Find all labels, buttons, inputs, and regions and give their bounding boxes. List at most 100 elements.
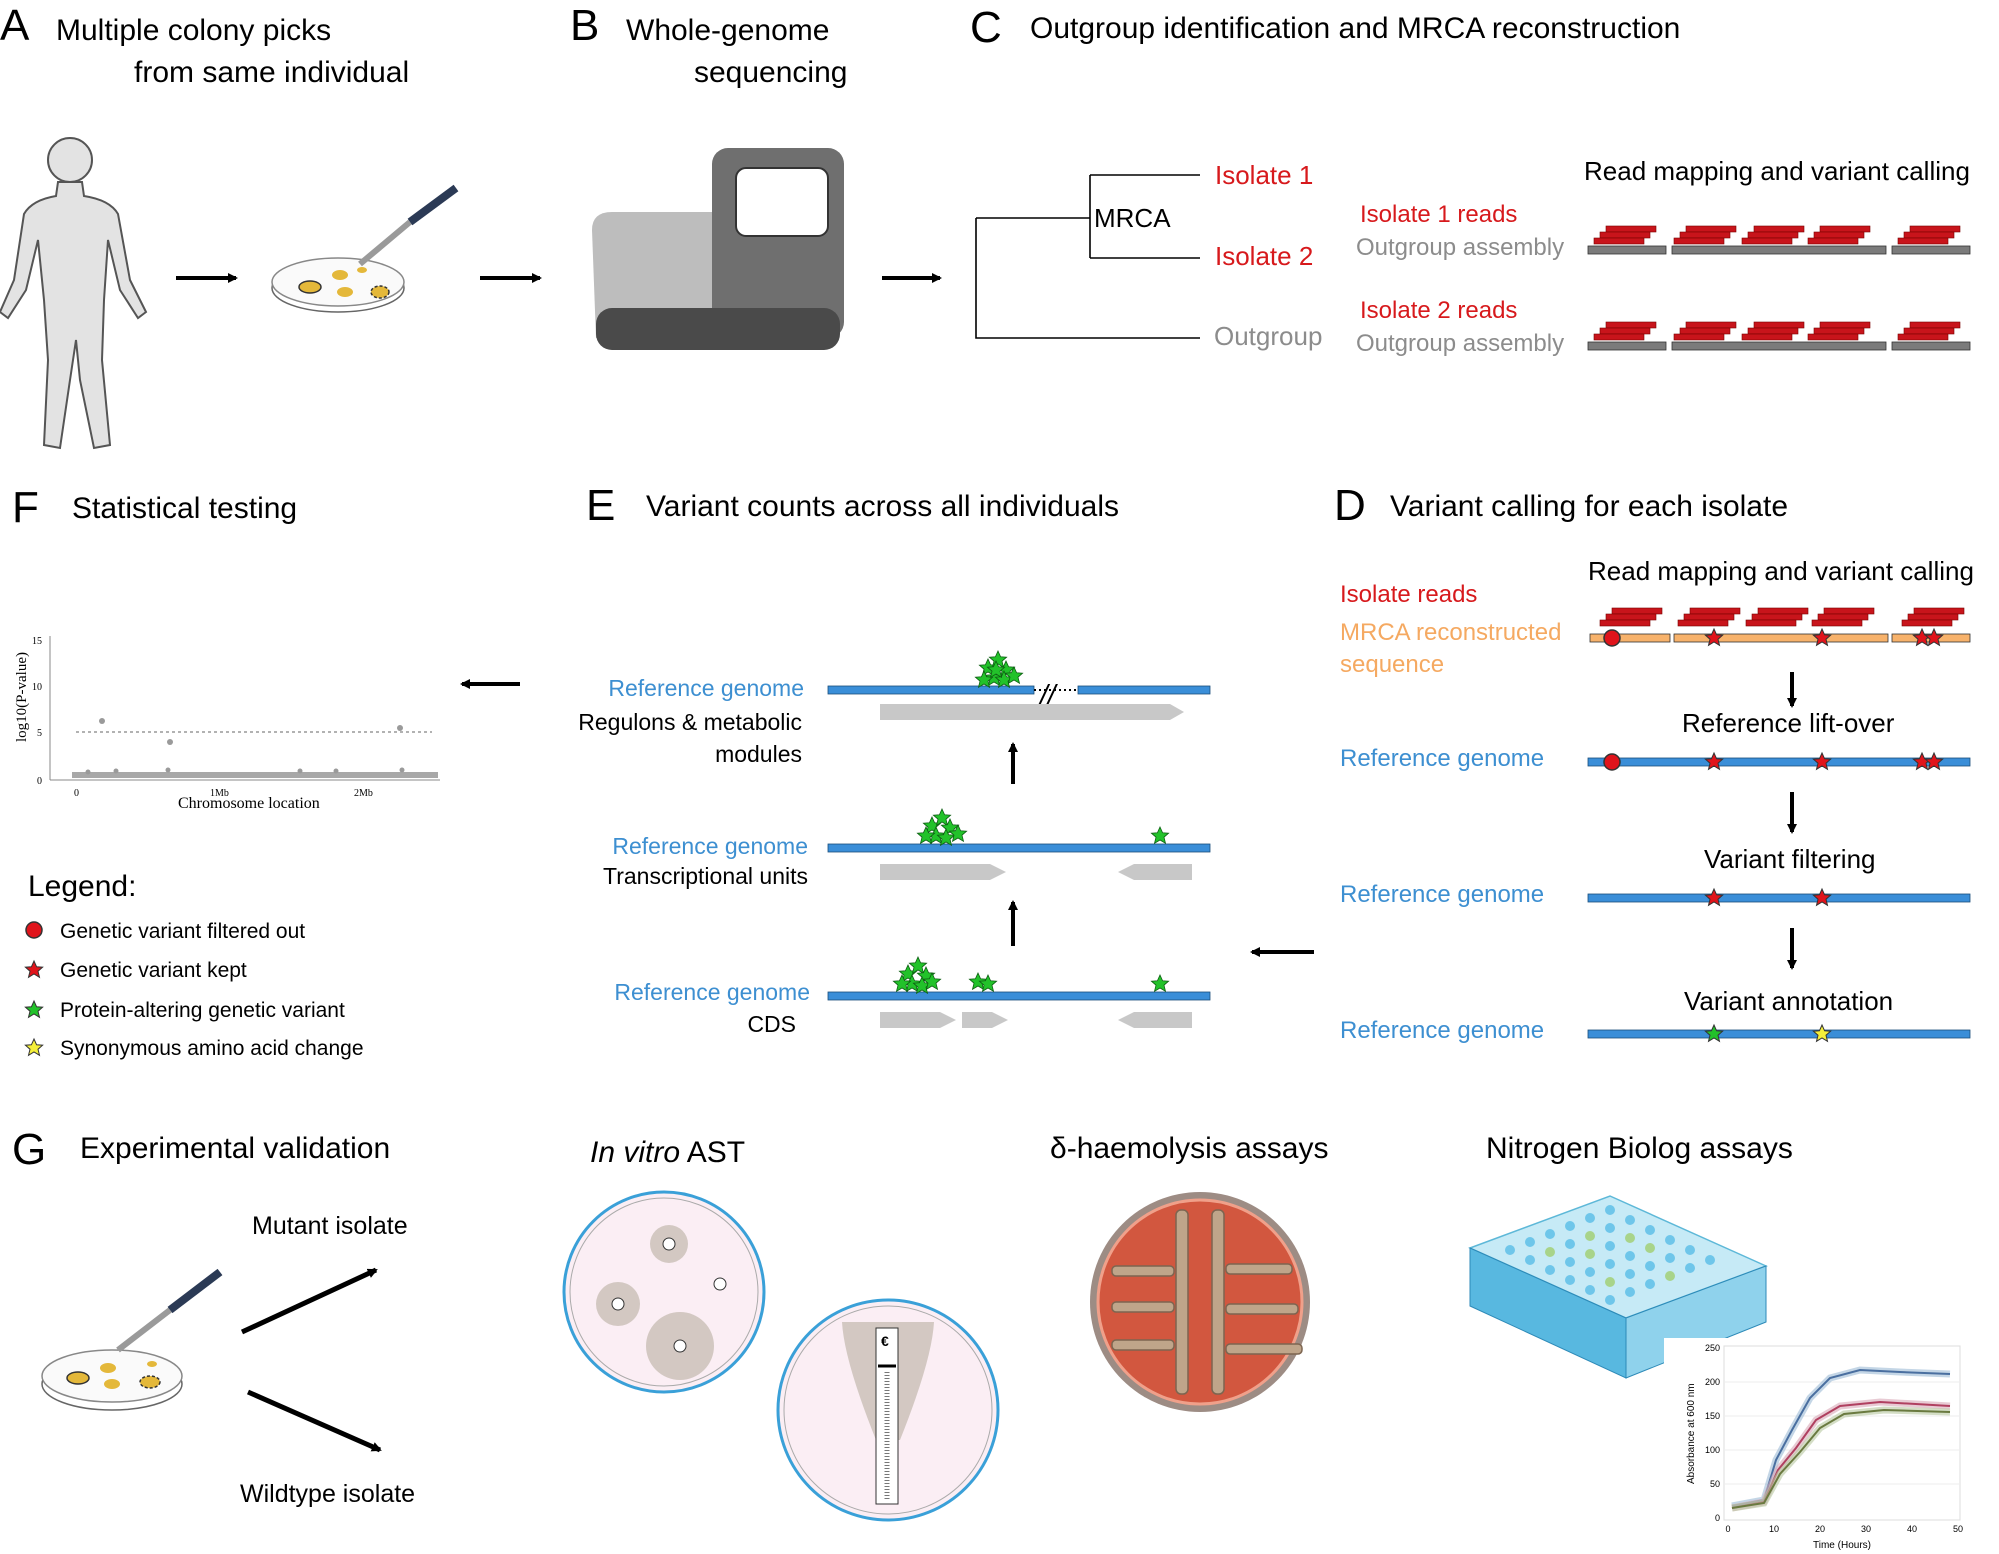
outgroup-assembly-label-1: Outgroup assembly	[1356, 234, 1564, 261]
e-regulons-label-line2: modules	[715, 741, 802, 767]
read-track-isolate1	[1587, 225, 1971, 255]
growth-xtick-10: 10	[1769, 1524, 1779, 1534]
panel-d-letter: D	[1334, 481, 1366, 530]
f-xtick-0: 0	[74, 788, 79, 799]
disk-diffusion-plate	[562, 1190, 766, 1394]
etest-plate: €	[776, 1298, 1000, 1522]
d-genome-bar-filtered	[1587, 893, 1971, 903]
isolate2-reads-label: Isolate 2 reads	[1360, 297, 1517, 324]
f-point	[165, 767, 171, 773]
etest-strip-label: €	[881, 1333, 889, 1349]
panel-f-title: Statistical testing	[72, 492, 297, 525]
legend-item-protein-altering: Protein-altering genetic variant	[60, 999, 345, 1022]
panel-a-letter: A	[0, 1, 30, 50]
e-tu-label: Transcriptional units	[603, 863, 808, 889]
phylogenetic-tree	[975, 174, 1200, 339]
panel-e-letter: E	[586, 481, 615, 530]
panel-f: F Statistical testing 15 10 5 0 0 1Mb 2M…	[12, 483, 520, 812]
panel-g-title: Experimental validation	[80, 1132, 390, 1165]
d-genome-bar-annotated	[1587, 1029, 1971, 1039]
d-ref-genome-label-2: Reference genome	[1340, 881, 1544, 908]
d-step-liftover: Reference lift-over	[1682, 708, 1895, 738]
growth-xtick-30: 30	[1861, 1524, 1871, 1534]
e-variant-cluster	[974, 650, 1024, 688]
f-ytick-10: 10	[32, 682, 42, 693]
panel-d: D Variant calling for each isolate Read …	[1334, 481, 1974, 1044]
d-variant-star	[1924, 752, 1944, 770]
g-mutant-label: Mutant isolate	[252, 1212, 408, 1240]
tree-outgroup-label: Outgroup	[1214, 321, 1322, 351]
g-wildtype-label: Wildtype isolate	[240, 1480, 415, 1508]
f-point	[99, 718, 105, 724]
e-variant-cluster	[916, 808, 968, 846]
f-point	[85, 769, 91, 775]
d-variant-star	[1812, 752, 1832, 770]
e-regulons-label-line1: Regulons & metabolic	[578, 709, 802, 735]
e-variant-star	[1150, 826, 1170, 844]
growth-xtick-20: 20	[1815, 1524, 1825, 1534]
f-point	[297, 768, 303, 774]
g-biolog-title: Nitrogen Biolog assays	[1486, 1132, 1793, 1165]
panel-e-title: Variant counts across all individuals	[646, 490, 1119, 523]
growth-ytick-0: 0	[1715, 1513, 1720, 1523]
growth-ytick-50: 50	[1710, 1479, 1720, 1489]
d-step-filtering: Variant filtering	[1704, 844, 1876, 874]
e-ref-genome-label-2: Reference genome	[612, 833, 808, 859]
outgroup-assembly-label-2: Outgroup assembly	[1356, 330, 1564, 357]
e-tu-feature	[1118, 864, 1192, 880]
d-ref-genome-label-3: Reference genome	[1340, 1017, 1544, 1044]
e-ref-genome-label-1: Reference genome	[608, 675, 804, 701]
manhattan-plot: 15 10 5 0 0 1Mb 2Mb Chromosome location …	[14, 636, 440, 812]
panel-g-letter: G	[12, 1125, 46, 1174]
e-break-mark: //	[1038, 679, 1059, 710]
legend-star-yellow-icon	[24, 1038, 44, 1056]
d-read-track	[1589, 607, 1971, 647]
d-variant-star	[1704, 888, 1724, 906]
growth-ylabel: Absorbance at 600 nm	[1686, 1383, 1697, 1484]
f-point	[333, 768, 339, 774]
g-petri-dish-icon	[41, 1268, 223, 1411]
panel-d-title: Variant calling for each isolate	[1390, 490, 1788, 523]
biolog-plate-icon	[1468, 1195, 1768, 1379]
panel-f-letter: F	[12, 483, 39, 532]
d-variant-star	[1812, 1024, 1832, 1042]
isolate1-reads-label: Isolate 1 reads	[1360, 201, 1517, 228]
legend-item-synonymous: Synonymous amino acid change	[60, 1037, 364, 1060]
d-genome-bar-liftover	[1587, 757, 1971, 767]
haemolysis-plate	[1090, 1192, 1310, 1412]
panel-c-letter: C	[970, 3, 1002, 52]
tree-isolate1-label: Isolate 1	[1215, 160, 1313, 190]
f-ylabel: log10(P-value)	[14, 652, 30, 742]
e-tu-feature	[942, 864, 962, 880]
e-genome-bar	[1077, 685, 1211, 695]
g-ast-title: In vitro AST	[590, 1136, 745, 1169]
panel-a: A Multiple colony picks from same indivi…	[0, 1, 542, 450]
d-variant-star	[1704, 1024, 1724, 1042]
d-ref-genome-label-1: Reference genome	[1340, 745, 1544, 772]
panel-b-title-line2: sequencing	[694, 56, 847, 89]
d-mrca-label-line2: sequence	[1340, 651, 1444, 678]
f-ytick-15: 15	[32, 636, 42, 647]
read-track-isolate2	[1587, 321, 1971, 351]
e-genome-bar	[827, 991, 1211, 1001]
panel-b-letter: B	[570, 1, 599, 50]
legend-star-red-icon	[24, 960, 44, 978]
f-point	[113, 768, 119, 774]
arrow-g-wildtype	[246, 1389, 382, 1453]
e-variant-cluster	[892, 956, 998, 994]
e-ref-genome-label-3: Reference genome	[614, 979, 810, 1005]
e-genome-bar	[827, 685, 1035, 695]
legend-item-filtered: Genetic variant filtered out	[60, 920, 305, 943]
petri-dish-icon	[271, 184, 459, 313]
tree-isolate2-label: Isolate 2	[1215, 241, 1313, 271]
arrow-g-mutant	[240, 1267, 378, 1335]
d-mrca-label-line1: MRCA reconstructed	[1340, 619, 1561, 646]
d-variant-star	[1812, 888, 1832, 906]
d-variant-star	[1704, 752, 1724, 770]
e-cds-feature	[1118, 1012, 1192, 1028]
f-point	[397, 725, 403, 731]
f-baseline-points	[72, 772, 438, 778]
e-cds-feature	[962, 1012, 1008, 1028]
panel-g: G Experimental validation Mutant isolate…	[12, 1125, 1968, 1554]
sequencer-icon	[592, 148, 844, 350]
